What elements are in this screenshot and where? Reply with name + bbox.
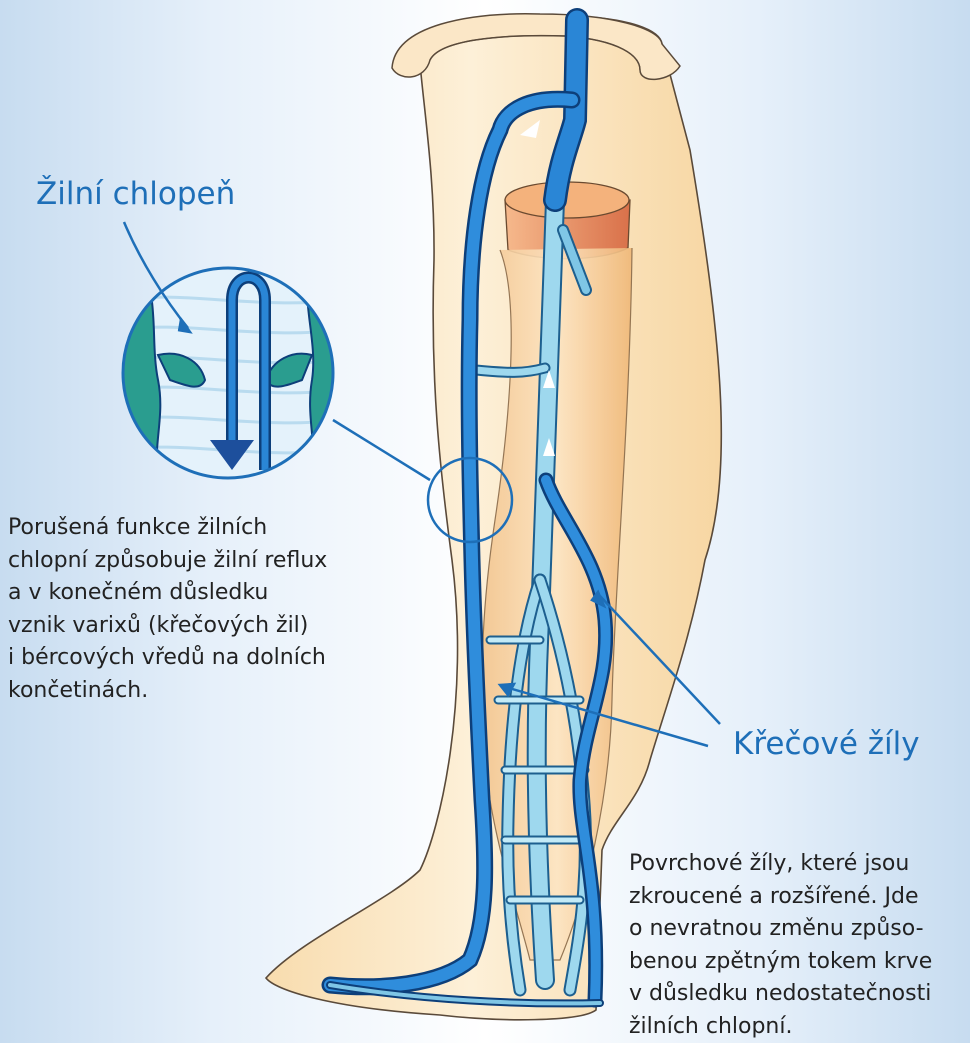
varicose-veins-heading: Křečové žíly xyxy=(733,726,920,762)
valve-magnified-view xyxy=(120,260,340,490)
valve-heading: Žilní chlopeň xyxy=(36,176,235,212)
valve-description: Porušená funkce žilních chlopní způsobuj… xyxy=(8,512,388,707)
varicose-veins-description: Povrchové žíly, které jsou zkroucené a r… xyxy=(629,848,969,1043)
